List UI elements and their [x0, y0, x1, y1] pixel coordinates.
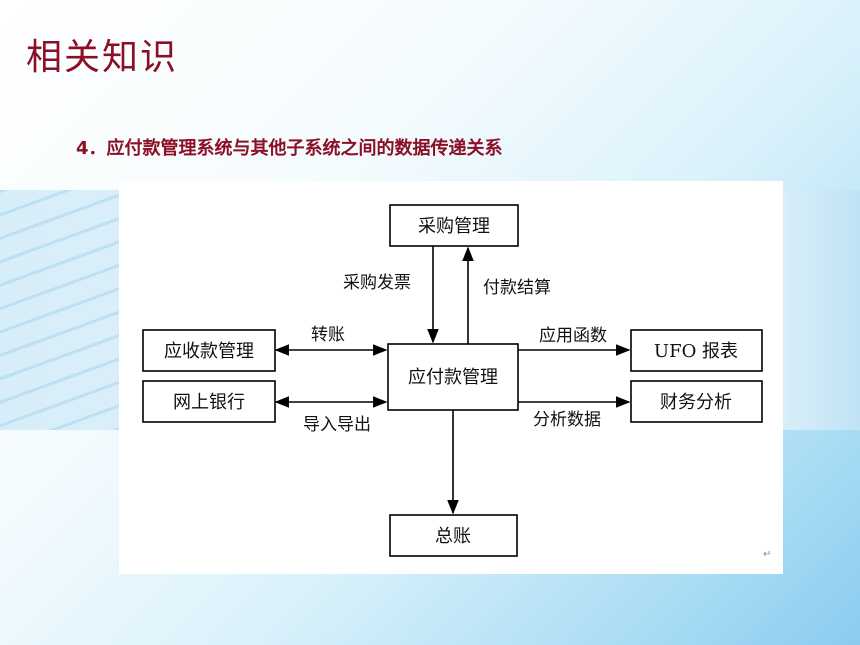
- data-flow-diagram: 采购管理 应收款管理 网上银行 应付款管理 UFO 报表 财务分析 总账: [142, 204, 771, 560]
- edge-label-transfer: 转账: [311, 325, 345, 345]
- node-center-label: 应付款管理: [408, 367, 498, 388]
- slide-subtitle: 4．应付款管理系统与其他子系统之间的数据传递关系: [76, 138, 503, 159]
- edge-label-app-function: 应用函数: [539, 326, 607, 346]
- diagram-panel: 采购管理 应收款管理 网上银行 应付款管理 UFO 报表 财务分析 总账: [119, 181, 783, 574]
- node-finance: 财务分析: [630, 380, 763, 423]
- node-center: 应付款管理: [387, 343, 519, 411]
- return-mark: ↵: [763, 549, 771, 560]
- node-purchase: 采购管理: [389, 204, 519, 247]
- node-bank: 网上银行: [142, 380, 276, 423]
- edge-label-payment-settlement: 付款结算: [483, 278, 551, 298]
- node-ledger: 总账: [389, 514, 518, 557]
- node-receivable: 应收款管理: [142, 329, 276, 372]
- edge-label-purchase-invoice: 采购发票: [343, 273, 411, 293]
- node-purchase-label: 采购管理: [418, 216, 490, 237]
- background-stripes: [0, 190, 130, 430]
- slide-title: 相关知识: [26, 37, 179, 78]
- node-finance-label: 财务分析: [660, 392, 732, 413]
- node-ledger-label: 总账: [435, 526, 471, 547]
- node-bank-label: 网上银行: [173, 392, 245, 413]
- edge-label-analysis-data: 分析数据: [533, 410, 601, 430]
- node-ufo-label: UFO 报表: [654, 341, 738, 362]
- node-ufo: UFO 报表: [630, 329, 763, 372]
- node-receivable-label: 应收款管理: [164, 341, 254, 362]
- edge-label-import-export: 导入导出: [303, 415, 371, 435]
